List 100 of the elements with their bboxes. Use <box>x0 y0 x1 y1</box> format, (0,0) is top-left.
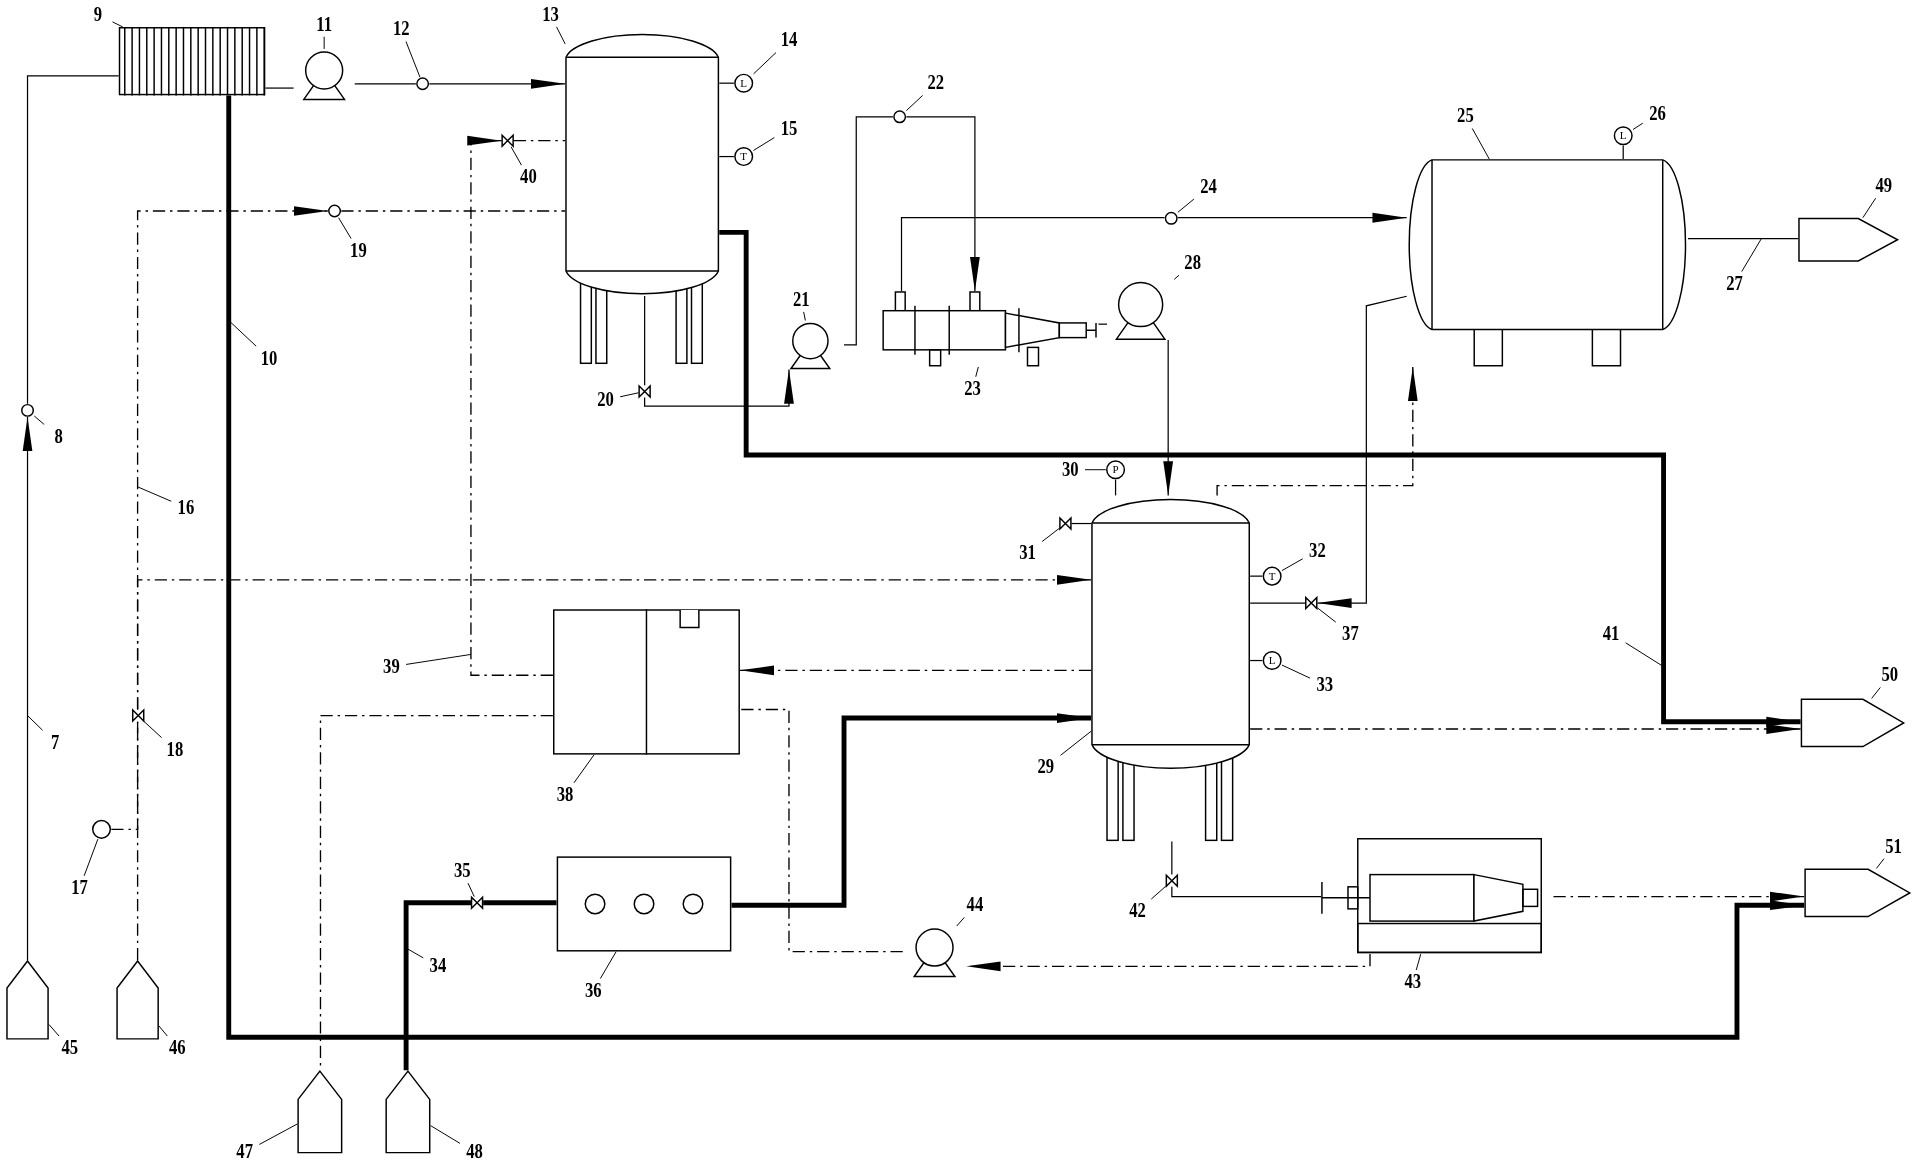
leader-line <box>158 1025 168 1037</box>
callout-number: 17 <box>67 875 92 901</box>
pipe-line <box>513 140 566 142</box>
callout-number: 9 <box>86 2 110 27</box>
gauge-symbol <box>91 819 112 840</box>
leader-line <box>1862 197 1877 219</box>
leader-line <box>228 320 257 347</box>
pipe-line <box>1249 724 1802 734</box>
pipe-line <box>843 116 894 346</box>
callout-number: 19 <box>346 238 371 263</box>
outlet-symbol <box>1798 217 1899 262</box>
callout-number: 24 <box>1196 174 1221 200</box>
leader-line <box>1741 238 1762 273</box>
callout-number: 41 <box>1599 621 1623 646</box>
leader-line <box>1625 642 1665 668</box>
leader-line <box>803 311 806 321</box>
callout-number: 25 <box>1453 103 1478 129</box>
leader-line <box>1084 469 1107 471</box>
leader-line <box>1281 664 1311 679</box>
leader-line <box>573 754 595 784</box>
tank-symbol <box>297 1070 343 1154</box>
pipe-line <box>110 721 139 830</box>
heater-drawing <box>556 856 732 952</box>
callout-number: 12 <box>389 17 413 42</box>
gauge-symbol: L <box>1262 650 1282 671</box>
callout-number: 37 <box>1338 621 1363 646</box>
flowmeter-symbol <box>1164 211 1178 225</box>
callout-number: 43 <box>1401 970 1425 995</box>
callout-number: 11 <box>312 12 336 37</box>
pipe-line <box>1687 237 1799 240</box>
leader-line <box>1316 607 1337 623</box>
pipe-line <box>226 95 1805 1040</box>
leader-line <box>556 26 566 45</box>
callout-number: 48 <box>462 1140 487 1165</box>
pipe-line <box>264 87 295 89</box>
pipe-line <box>718 155 735 158</box>
gauge-symbol: P <box>1105 459 1126 480</box>
callout-number: 36 <box>581 978 605 1004</box>
pipe-line <box>1070 522 1092 525</box>
valve-symbol <box>470 896 484 909</box>
callout-number: 45 <box>58 1036 82 1061</box>
leader-line <box>1632 122 1644 131</box>
callout-number: 32 <box>1305 538 1330 563</box>
callout-number: 23 <box>960 376 985 402</box>
leader-line <box>1041 527 1060 542</box>
leader-line <box>1871 686 1881 699</box>
callout-number: 33 <box>1313 672 1337 698</box>
heat-exchanger-drawing <box>118 26 266 96</box>
leader-line <box>1415 953 1422 971</box>
callout-number: 39 <box>379 654 404 679</box>
valve-symbol <box>1305 596 1318 610</box>
pipe-line <box>644 368 794 407</box>
pipe-line <box>136 574 1092 711</box>
callout-number: 38 <box>553 782 577 808</box>
leader-line <box>753 52 777 75</box>
pipe-line <box>1552 891 1805 902</box>
leader-line <box>1060 730 1092 756</box>
callout-number: 47 <box>232 1140 257 1165</box>
callout-number: 10 <box>257 346 281 371</box>
leader-line <box>258 1123 298 1145</box>
leader-line <box>83 838 99 877</box>
pipe-line <box>428 78 566 89</box>
callout-number: 18 <box>163 737 187 763</box>
pipe-line <box>26 75 120 405</box>
pipe-line <box>22 416 33 961</box>
leader-line <box>143 720 163 739</box>
leader-line <box>323 36 325 50</box>
callout-number: 44 <box>963 892 987 918</box>
leader-line <box>956 916 965 927</box>
pipe-line <box>1216 366 1418 497</box>
outlet-symbol <box>1800 698 1905 748</box>
leader-line <box>467 882 475 898</box>
leader-line <box>905 94 924 112</box>
leader-line <box>405 41 421 78</box>
valve-symbol <box>501 134 514 147</box>
leader-line <box>112 21 124 28</box>
pipe-line <box>1097 323 1108 325</box>
callout-number: 42 <box>1125 899 1150 924</box>
callout-number: 26 <box>1645 101 1670 126</box>
callout-number: 15 <box>777 116 801 141</box>
valve-symbol <box>1165 874 1178 887</box>
tank-symbol <box>6 960 49 1040</box>
leader-line <box>137 486 172 502</box>
callout-number: 49 <box>1872 173 1896 199</box>
valve-symbol <box>638 385 651 398</box>
leader-line <box>430 1125 461 1144</box>
pipe-line <box>1249 602 1306 604</box>
leader-line <box>619 392 639 398</box>
flowmeter-symbol <box>327 204 342 218</box>
tank-drawing <box>552 609 741 755</box>
pipe-line <box>354 83 417 85</box>
callout-number: 28 <box>1180 250 1205 276</box>
leader-line <box>599 951 617 980</box>
callout-number: 29 <box>1034 754 1058 780</box>
callout-number: 21 <box>789 287 813 312</box>
pipe-line <box>1316 295 1408 608</box>
pipe-line <box>905 116 980 292</box>
leader-line <box>405 947 424 959</box>
pipe-line <box>1171 886 1322 898</box>
callout-number: 16 <box>174 495 198 520</box>
